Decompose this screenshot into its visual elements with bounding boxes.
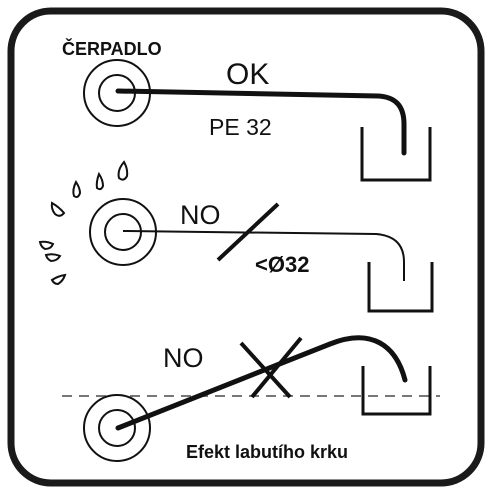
panel-no-thin-hose: NO <Ø32 bbox=[38, 160, 434, 313]
hose-thick bbox=[115, 88, 407, 156]
verdict-ok-label: OK bbox=[226, 58, 269, 91]
strike-slash-icon bbox=[216, 202, 280, 262]
container-icon bbox=[360, 127, 432, 182]
verdict-no-label: NO bbox=[180, 200, 221, 230]
outer-frame bbox=[7, 7, 485, 487]
container-icon bbox=[367, 262, 434, 313]
cross-out-icon bbox=[239, 336, 303, 399]
panel-no-swan-neck: NO Efekt labutího krku bbox=[62, 335, 440, 462]
pipe-size-label: <Ø32 bbox=[255, 252, 309, 277]
panel-ok: OK PE 32 bbox=[83, 58, 432, 182]
leak-drops-icon bbox=[38, 160, 129, 286]
verdict-no-label: NO bbox=[163, 343, 204, 373]
container-icon bbox=[361, 366, 432, 416]
hose-thin bbox=[122, 230, 405, 281]
hose-swan-neck bbox=[115, 335, 408, 431]
title-label: ČERPADLO bbox=[62, 38, 162, 59]
pipe-size-label: PE 32 bbox=[209, 114, 272, 140]
swan-neck-caption: Efekt labutího krku bbox=[186, 442, 348, 462]
